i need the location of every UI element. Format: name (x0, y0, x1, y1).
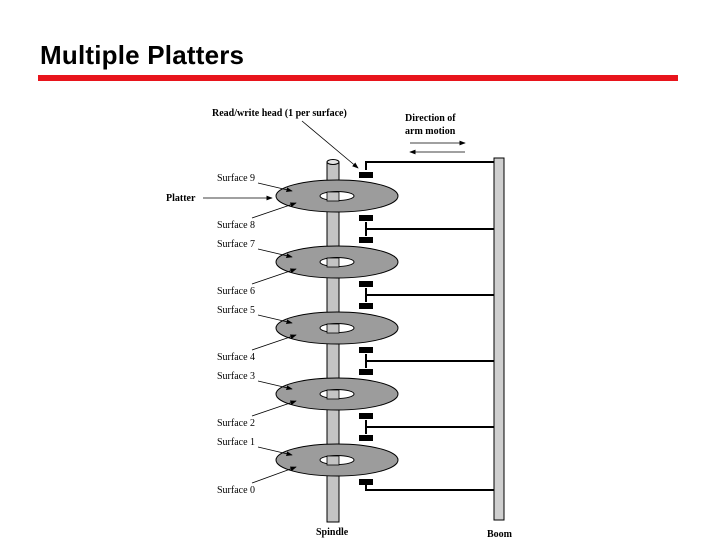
spindle-top (326, 159, 340, 165)
head-label: Read/write head (1 per surface) (212, 108, 347, 119)
platter (275, 245, 399, 279)
read-write-head (359, 303, 373, 309)
surface-label: Surface 1 (217, 437, 255, 448)
arm-group (365, 161, 494, 491)
read-write-head (359, 435, 373, 441)
read-write-head (359, 347, 373, 353)
read-write-head (359, 479, 373, 485)
platter-label: Platter (166, 193, 196, 204)
head-label-leader (301, 120, 359, 169)
boom-label: Boom (487, 529, 513, 540)
read-write-head (359, 215, 373, 221)
spindle-label: Spindle (316, 527, 349, 538)
surface-label: Surface 9 (217, 173, 255, 184)
slide-title: Multiple Platters (40, 40, 245, 70)
platter (275, 443, 399, 477)
read-write-head (359, 237, 373, 243)
surface-label: Surface 5 (217, 305, 255, 316)
platter (275, 311, 399, 345)
surface-label: Surface 4 (217, 352, 255, 363)
direction-label-line2: arm motion (405, 126, 456, 137)
read-write-head (359, 172, 373, 178)
direction-label: Direction of (405, 113, 456, 124)
surface-label: Surface 3 (217, 371, 255, 382)
platter-group (275, 179, 399, 477)
read-write-head (359, 413, 373, 419)
surface-label: Surface 6 (217, 286, 255, 297)
platter (275, 377, 399, 411)
surface-label: Surface 2 (217, 418, 255, 429)
read-write-heads (359, 172, 373, 485)
surface-label: Surface 8 (217, 220, 255, 231)
surface-label: Surface 0 (217, 485, 255, 496)
read-write-head (359, 369, 373, 375)
surface-labels: Surface 9 Surface 8 Surface 7 Surface 6 … (217, 173, 297, 496)
platter (275, 179, 399, 213)
read-write-head (359, 281, 373, 287)
surface-label: Surface 7 (217, 239, 255, 250)
title-underline (38, 75, 678, 81)
boom (493, 157, 505, 521)
